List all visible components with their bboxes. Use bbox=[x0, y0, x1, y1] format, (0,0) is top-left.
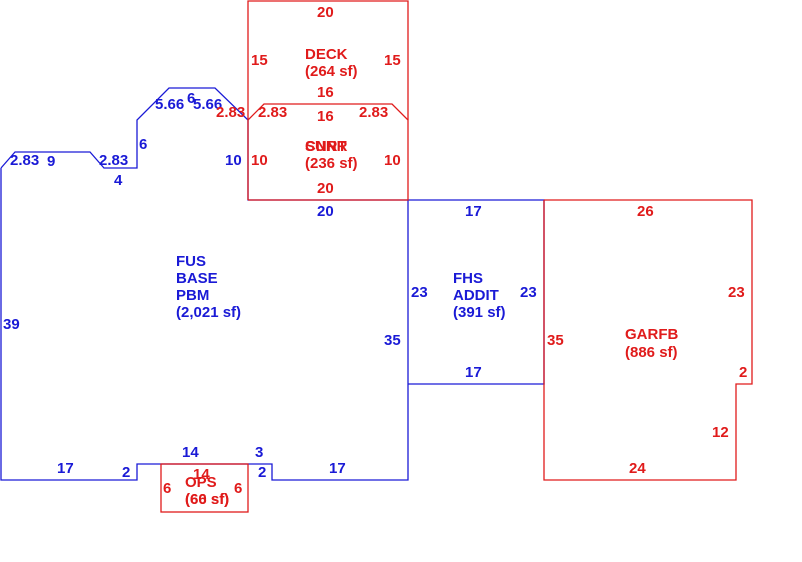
dim-garage-right: 23 bbox=[728, 284, 745, 301]
sunroom-area-size: (236 sf) bbox=[305, 155, 358, 172]
deck-area-size: (264 sf) bbox=[305, 63, 358, 80]
dim-sunroom-top: 16 bbox=[317, 108, 334, 125]
dim-sunroom-slant-right: 2.83 bbox=[359, 104, 388, 121]
porch-dimensions: 14 6 6 bbox=[163, 466, 242, 497]
garage-dimensions: 26 23 2 12 24 35 bbox=[547, 203, 747, 477]
dim-main-roof-6: 6 bbox=[187, 90, 195, 107]
garage-area-size: (886 sf) bbox=[625, 344, 678, 361]
dim-main-bottom-2b: 2 bbox=[258, 464, 266, 481]
garage-area-label: GARFB (886 sf) bbox=[625, 326, 678, 361]
dim-porch-right: 6 bbox=[234, 480, 242, 497]
porch-outline bbox=[160, 463, 249, 513]
dim-garage-bottom: 24 bbox=[629, 460, 646, 477]
main-area-line2: BASE bbox=[176, 270, 218, 287]
sunroom-area-line1b: CNRT bbox=[305, 138, 347, 155]
dim-main-bottom-2a: 2 bbox=[122, 464, 130, 481]
sunroom-outline bbox=[247, 103, 409, 201]
addition-area-line1: FHS bbox=[453, 270, 483, 287]
dim-deck-top: 20 bbox=[317, 4, 334, 21]
dim-deck-right: 15 bbox=[384, 52, 401, 69]
main-area-line3: PBM bbox=[176, 287, 209, 304]
addition-area-label: FHS ADDIT (391 sf) bbox=[453, 270, 506, 321]
dim-main-bottom-right-17: 17 bbox=[329, 460, 346, 477]
main-area-label: FUS BASE PBM (2,021 sf) bbox=[176, 253, 241, 321]
dim-main-bottom-3: 3 bbox=[255, 444, 263, 461]
deck-area-label: DECK (264 sf) bbox=[305, 46, 358, 80]
dim-deck-bottom: 16 bbox=[317, 84, 334, 101]
dim-main-top-20: 20 bbox=[317, 203, 334, 220]
addition-dimensions: 17 17 23 23 bbox=[411, 203, 537, 381]
dim-main-left: 39 bbox=[3, 316, 20, 333]
dim-main-notch-4: 4 bbox=[114, 172, 123, 189]
porch-area-line1: OPS bbox=[185, 474, 217, 491]
sunroom-dimensions: 16 2.83 2.83 2.83 10 10 20 bbox=[216, 104, 401, 197]
dim-main-top-left-slant: 2.83 bbox=[10, 152, 39, 169]
addition-area-line2: ADDIT bbox=[453, 287, 499, 304]
garage-outline bbox=[543, 199, 753, 481]
dim-deck-left: 15 bbox=[251, 52, 268, 69]
porch-area-label: OPS (66 sf) (60 sf) bbox=[185, 474, 229, 508]
dim-sunroom-bottom: 20 bbox=[317, 180, 334, 197]
dim-porch-left: 6 bbox=[163, 480, 171, 497]
dim-addition-top: 17 bbox=[465, 203, 482, 220]
dim-garage-notch: 2 bbox=[739, 364, 747, 381]
main-area-size: (2,021 sf) bbox=[176, 304, 241, 321]
dim-addition-bottom: 17 bbox=[465, 364, 482, 381]
main-dimensions: 39 2.83 9 2.83 4 6 5.66 6 5.66 10 20 35 … bbox=[3, 90, 401, 481]
dim-main-rise-6: 6 bbox=[139, 136, 147, 153]
porch-area-size-a: (66 sf) bbox=[185, 491, 229, 508]
dim-main-top-left-9: 9 bbox=[47, 153, 55, 170]
deck-area-line1: DECK bbox=[305, 46, 348, 63]
dim-main-top-left-283b: 2.83 bbox=[99, 152, 128, 169]
dim-main-bottom-left-17: 17 bbox=[57, 460, 74, 477]
dim-sunroom-left: 10 bbox=[251, 152, 268, 169]
sunroom-area-line1a: SUNR bbox=[305, 138, 348, 155]
dim-main-right-35: 35 bbox=[384, 332, 401, 349]
dim-main-roof-566a: 5.66 bbox=[155, 96, 184, 113]
dim-addition-right: 23 bbox=[520, 284, 537, 301]
dim-main-mid-10: 10 bbox=[225, 152, 242, 169]
porch-area-size-b: (60 sf) bbox=[185, 491, 229, 508]
dim-main-bottom-14: 14 bbox=[182, 444, 199, 461]
dim-addition-left: 23 bbox=[411, 284, 428, 301]
dim-sunroom-slant-left: 2.83 bbox=[216, 104, 245, 121]
sunroom-area-label: SUNR CNRT (236 sf) bbox=[305, 138, 358, 172]
dim-garage-left: 35 bbox=[547, 332, 564, 349]
dim-garage-lower: 12 bbox=[712, 424, 729, 441]
dim-sunroom-right: 10 bbox=[384, 152, 401, 169]
dim-main-roof-566b: 5.66 bbox=[193, 96, 222, 113]
dim-garage-top: 26 bbox=[637, 203, 654, 220]
main-area-line1: FUS bbox=[176, 253, 206, 270]
addition-area-size: (391 sf) bbox=[453, 304, 506, 321]
dim-sunroom-slant-left-b: 2.83 bbox=[258, 104, 287, 121]
deck-outline bbox=[247, 0, 409, 120]
dim-porch-top: 14 bbox=[193, 466, 210, 483]
garage-area-line1: GARFB bbox=[625, 326, 678, 343]
deck-dimensions: 20 15 15 16 bbox=[251, 4, 401, 101]
